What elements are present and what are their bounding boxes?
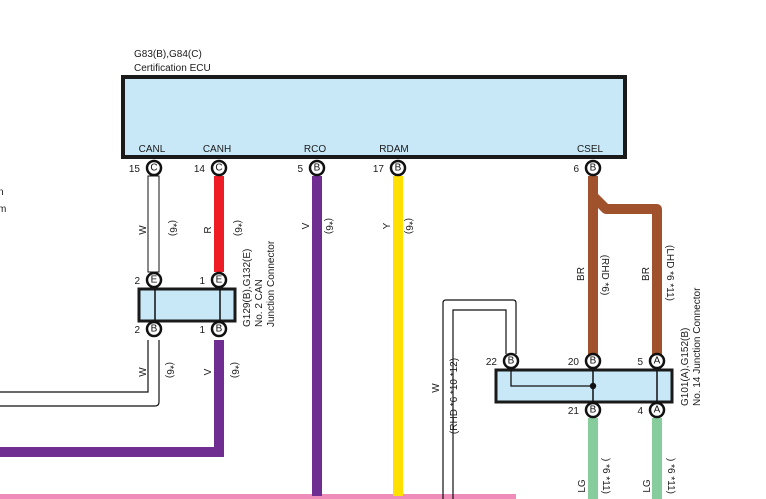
ecu-terminal-rdam: RDAM xyxy=(379,144,408,155)
svg-text:15: 15 xyxy=(129,164,141,175)
svg-text:22: 22 xyxy=(486,357,498,368)
wire-canh-upper-note: (*6) xyxy=(232,220,243,236)
svg-text:B: B xyxy=(590,163,597,174)
left-edge-text-2: m xyxy=(0,204,6,215)
ecu-pin-canl: 15 C xyxy=(129,159,163,177)
junction-can-title: No. 2 CAN xyxy=(254,279,265,327)
junction-can-subtitle: Junction Connector xyxy=(266,240,277,327)
wire-rco-code: V xyxy=(301,222,312,229)
wire-csel-lhd xyxy=(589,192,662,355)
ecu-connector-codes: G83(B),G84(C) xyxy=(134,49,202,60)
wire-rco xyxy=(312,176,322,496)
junction-14-top-pin-20: 20 B xyxy=(568,352,602,370)
wire-lg-1 xyxy=(588,418,598,499)
wire-rco-note: (*6) xyxy=(323,218,334,234)
junction-14-bottom-pin-21: 21 B xyxy=(568,401,602,419)
wire-canh-lower-note: (*6) xyxy=(229,362,240,378)
svg-text:B: B xyxy=(216,324,223,335)
ecu-terminal-rco: RCO xyxy=(304,144,326,155)
wire-lg-1-code: LG xyxy=(577,479,588,493)
wire-canh-lower-code: V xyxy=(203,368,214,375)
wire-rdam xyxy=(393,176,403,496)
ecu-terminal-csel: CSEL xyxy=(577,144,604,155)
junction-can-bottom-pin-1: 1 B xyxy=(199,320,228,338)
wire-canl-lower xyxy=(0,340,160,407)
wire-canl-lower-note: (*6) xyxy=(164,362,175,378)
svg-text:C: C xyxy=(215,163,222,174)
svg-text:2: 2 xyxy=(134,276,140,287)
svg-text:B: B xyxy=(590,405,597,416)
certification-ecu-box xyxy=(121,75,627,159)
junction-14-top-pin-5: 5 A xyxy=(637,352,666,370)
svg-text:A: A xyxy=(654,356,661,367)
wire-canh-upper-code: R xyxy=(203,226,214,233)
svg-text:5: 5 xyxy=(637,357,643,368)
svg-text:17: 17 xyxy=(373,164,385,175)
svg-text:B: B xyxy=(314,163,321,174)
wire-csel-lhd-note: (LHD *6 *11) xyxy=(664,245,675,301)
svg-text:E: E xyxy=(151,275,158,286)
wire-canl-upper-note: (*6) xyxy=(167,220,178,236)
svg-text:B: B xyxy=(151,324,158,335)
svg-text:1: 1 xyxy=(199,325,205,336)
junction-can-top-pin-1: 1 E xyxy=(199,271,228,289)
wire-jc22-note: (RHD *6 *10 *12) xyxy=(449,358,460,434)
wire-lg-2-note: ) *6 *11) xyxy=(665,458,676,494)
junction-can-codes: G129(B),G132(E) xyxy=(242,249,253,327)
svg-text:B: B xyxy=(395,163,402,174)
wire-jc22 xyxy=(442,299,517,499)
wire-jc22-code: W xyxy=(431,383,442,393)
svg-text:1: 1 xyxy=(199,276,205,287)
junction-14-splice-dot xyxy=(589,382,597,390)
wire-canl-upper-code: W xyxy=(138,225,149,235)
ecu-terminal-canl: CANL xyxy=(139,144,166,155)
svg-text:4: 4 xyxy=(637,406,643,417)
wire-canh-upper xyxy=(214,176,224,272)
junction-14-codes: G101(A),G152(B) xyxy=(680,328,691,406)
junction-can-top-pin-2: 2 E xyxy=(134,271,163,289)
wire-lg-1-note: ) *6 *11) xyxy=(600,458,611,494)
wire-lg-2 xyxy=(652,418,662,499)
wire-csel-rhd-code: BR xyxy=(576,267,587,281)
left-edge-text-1: n xyxy=(0,187,4,198)
svg-text:14: 14 xyxy=(194,164,206,175)
svg-text:2: 2 xyxy=(134,325,140,336)
svg-text:A: A xyxy=(654,405,661,416)
wire-rdam-code: Y xyxy=(382,222,393,229)
ecu-pin-csel: 6 B xyxy=(573,159,602,177)
svg-text:B: B xyxy=(508,356,515,367)
svg-text:E: E xyxy=(216,275,223,286)
junction-14-internal-link xyxy=(510,370,593,387)
ecu-pin-rdam: 17 B xyxy=(373,159,407,177)
junction-14-top-pin-22: 22 B xyxy=(486,352,520,370)
ecu-pin-rco: 5 B xyxy=(297,159,326,177)
wire-csel-lhd-code: BR xyxy=(641,267,652,281)
svg-text:5: 5 xyxy=(297,164,303,175)
ecu-pin-canh: 14 C xyxy=(194,159,228,177)
svg-text:B: B xyxy=(590,356,597,367)
svg-text:20: 20 xyxy=(568,357,580,368)
junction-14-title: No. 14 Junction Connector xyxy=(692,287,703,406)
junction-can-bottom-pin-2: 2 B xyxy=(134,320,163,338)
wire-canh-lower xyxy=(0,340,224,457)
wire-csel-rhd-note: (RHD *6) xyxy=(599,255,610,296)
svg-text:C: C xyxy=(150,163,157,174)
wire-canl-upper xyxy=(147,175,160,273)
svg-text:21: 21 xyxy=(568,406,580,417)
svg-text:6: 6 xyxy=(573,164,579,175)
wire-canl-lower-code: W xyxy=(138,367,149,377)
wire-lg-2-code: LG xyxy=(642,479,653,493)
pink-wire-bus xyxy=(0,494,516,499)
junction-14-bottom-pin-4: 4 A xyxy=(637,401,666,419)
ecu-terminal-canh: CANH xyxy=(203,144,231,155)
wire-rdam-note: (*6) xyxy=(403,218,414,234)
ecu-title: Certification ECU xyxy=(134,63,211,74)
